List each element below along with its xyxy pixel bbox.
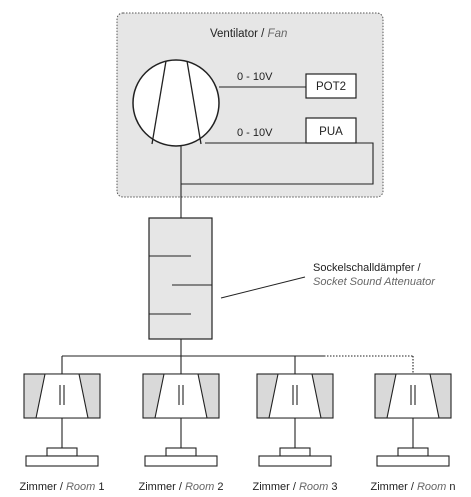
room-label-de: Zimmer / bbox=[139, 481, 185, 493]
diffuser-neck bbox=[46, 447, 78, 457]
diffuser-plate bbox=[376, 455, 450, 467]
room-label-en: Room bbox=[66, 481, 95, 493]
damper-icon bbox=[386, 373, 440, 419]
fan-icon bbox=[132, 59, 220, 147]
diffuser-neck bbox=[279, 447, 311, 457]
room-label-de: Zimmer / bbox=[253, 481, 299, 493]
pua-voltage-label: 0 - 10V bbox=[237, 127, 273, 139]
pot2-label: POT2 bbox=[316, 81, 346, 93]
room-terminal-2: Zimmer / Room 2 bbox=[139, 356, 224, 493]
diffuser-plate bbox=[258, 455, 332, 467]
room-terminal-3: Zimmer / Room 3 bbox=[253, 356, 338, 493]
attenuator-label-en: Socket Sound Attenuator bbox=[313, 276, 436, 288]
attenuator-leader-line bbox=[220, 276, 306, 299]
room-label-number: 3 bbox=[328, 481, 337, 493]
room-label-1: Zimmer / Room 1 bbox=[20, 481, 105, 493]
damper-icon bbox=[268, 373, 322, 419]
room-label-number: 1 bbox=[95, 481, 104, 493]
room-label-de: Zimmer / bbox=[371, 481, 417, 493]
fan-title: Ventilator / Fan bbox=[210, 28, 287, 40]
room-label-3: Zimmer / Room 3 bbox=[253, 481, 338, 493]
pua-feedback-line bbox=[181, 142, 374, 185]
room-label-en: Room bbox=[299, 481, 328, 493]
room-label-en: Room bbox=[417, 481, 446, 493]
pua-label: PUA bbox=[319, 126, 343, 138]
diffuser-plate bbox=[25, 455, 99, 467]
pot2-box bbox=[305, 73, 357, 99]
room-label-number: n bbox=[446, 481, 455, 493]
room-label-4: Zimmer / Room n bbox=[371, 481, 456, 493]
room-label-2: Zimmer / Room 2 bbox=[139, 481, 224, 493]
damper-icon bbox=[154, 373, 208, 419]
room-terminal-1: Zimmer / Room 1 bbox=[20, 356, 105, 493]
attenuator-label-de: Sockelschalldämpfer / bbox=[313, 262, 422, 274]
room-label-number: 2 bbox=[214, 481, 223, 493]
diffuser-neck bbox=[397, 447, 429, 457]
pua-box bbox=[305, 117, 357, 144]
sound-attenuator bbox=[148, 217, 213, 340]
diffuser-neck bbox=[165, 447, 197, 457]
room-terminal-4: Zimmer / Room n bbox=[371, 356, 456, 493]
room-label-de: Zimmer / bbox=[20, 481, 66, 493]
room-label-en: Room bbox=[185, 481, 214, 493]
fan-enclosure bbox=[116, 12, 384, 198]
damper-icon bbox=[35, 373, 89, 419]
pot2-voltage-label: 0 - 10V bbox=[237, 71, 273, 83]
diffuser-plate bbox=[144, 455, 218, 467]
